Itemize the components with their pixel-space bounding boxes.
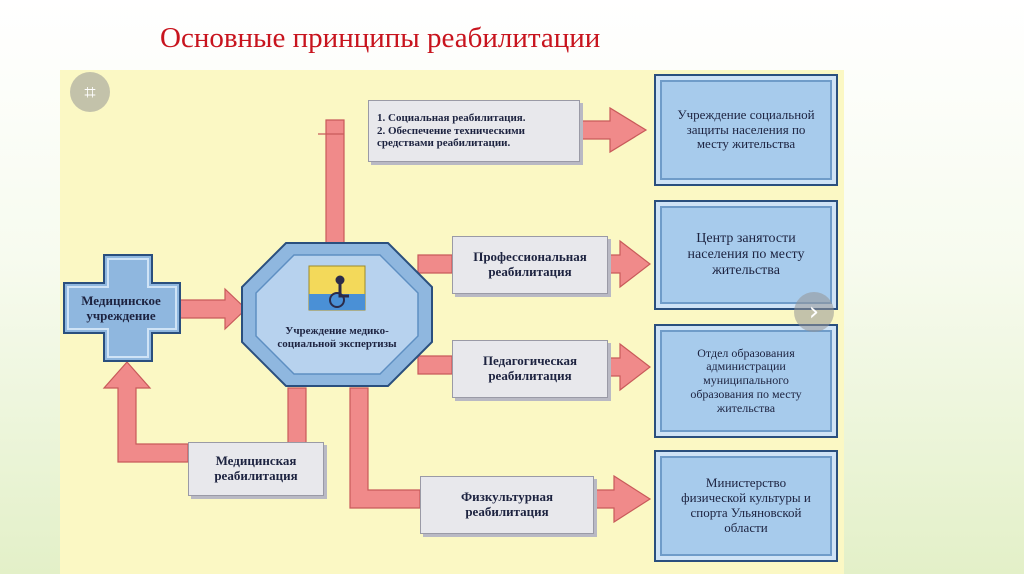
arrow-center-to-ped xyxy=(417,355,453,375)
medical-institution-label: Медицинское учреждение xyxy=(81,293,161,323)
arrow-social-to-protection xyxy=(581,106,648,154)
arrow-center-to-prof xyxy=(417,254,453,274)
prof-rehab-box: Профессиональная реабилитация xyxy=(452,236,608,294)
arrow-medrehab-to-medical xyxy=(102,361,189,463)
crop-icon[interactable]: ⌗ xyxy=(70,72,110,112)
chevron-right-icon[interactable]: › xyxy=(794,292,834,332)
social-protection-box: Учреждение социальной защиты населения п… xyxy=(654,74,838,186)
employment-center-box: Центр занятости населения по месту жител… xyxy=(654,200,838,310)
arrow-ped-to-education xyxy=(607,342,651,392)
ped-rehab-box: Педагогическая реабилитация xyxy=(452,340,608,398)
wheelchair-image xyxy=(308,265,366,311)
center-label: Учреждение медико-социальной экспертизы xyxy=(277,325,397,350)
social-rehab-box: 1. Социальная реабилитация. 2. Обеспечен… xyxy=(368,100,580,162)
arrow-sport-to-ministry xyxy=(593,474,652,524)
page-title: Основные принципы реабилитации xyxy=(160,22,601,54)
sport-ministry-box: Министерство физической культуры и спорт… xyxy=(654,450,838,562)
education-dept-box: Отдел образования администрации муниципа… xyxy=(654,324,838,438)
medical-cross-shape xyxy=(63,254,181,362)
sport-rehab-box: Физкультурная реабилитация xyxy=(420,476,594,534)
arrow-center-to-social xyxy=(318,119,345,253)
arrow-center-to-medrehab xyxy=(287,387,307,447)
arrow-prof-to-employment xyxy=(607,239,651,289)
arrow-medical-to-center xyxy=(179,287,247,331)
medical-rehab-box: Медицинская реабилитация xyxy=(188,442,324,496)
arrow-center-to-sport xyxy=(349,387,421,509)
